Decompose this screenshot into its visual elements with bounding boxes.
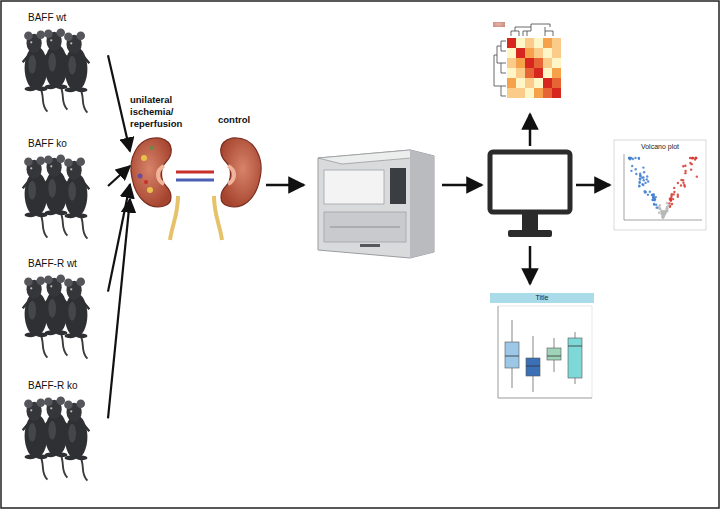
kidney-control [221, 138, 261, 207]
ureter [170, 196, 178, 240]
mouse-group: BAFF-R ko [22, 380, 108, 476]
renal-pelvis [158, 166, 164, 184]
group-label: BAFF ko [28, 138, 67, 151]
plot-title: Volcano plot [641, 143, 679, 150]
mouse [63, 157, 90, 238]
renal-pelvis [228, 166, 234, 184]
flow-arrow [529, 114, 532, 146]
group-label: BAFF-R ko [28, 380, 77, 393]
group-arrow [108, 199, 130, 418]
kidney-pair-node: unilateral ischemia/ reperfusion control [130, 94, 264, 216]
mouse [63, 399, 90, 480]
mouse [63, 277, 90, 358]
vein [176, 179, 214, 182]
mouse-groups [23, 28, 90, 480]
heatmap [493, 22, 561, 98]
flow-arrow [442, 184, 482, 187]
mouse-group: BAFF ko [22, 138, 108, 234]
mouse-group: BAFF wt [22, 12, 108, 108]
kidney-pair [131, 138, 261, 240]
group-arrow [108, 166, 130, 186]
kidney-ischemic [131, 138, 171, 207]
artery [176, 171, 214, 174]
group-arrow [108, 55, 130, 151]
flow-arrow [529, 246, 532, 284]
plot-title: Title [536, 294, 549, 301]
box-plot [482, 292, 596, 412]
volcano-plot [614, 140, 706, 230]
group-label: BAFF wt [28, 12, 66, 25]
ureter [214, 196, 222, 240]
flow-arrow [266, 184, 304, 187]
control-label: control [218, 114, 250, 126]
computer [490, 152, 570, 237]
flow-arrow [576, 184, 610, 187]
mouse [63, 31, 90, 112]
group-label: BAFF-R wt [28, 258, 77, 271]
mouse-group: BAFF-R wt [22, 258, 108, 354]
sequencer [318, 150, 434, 258]
treatment-label: unilateral ischemia/ reperfusion [130, 94, 196, 130]
